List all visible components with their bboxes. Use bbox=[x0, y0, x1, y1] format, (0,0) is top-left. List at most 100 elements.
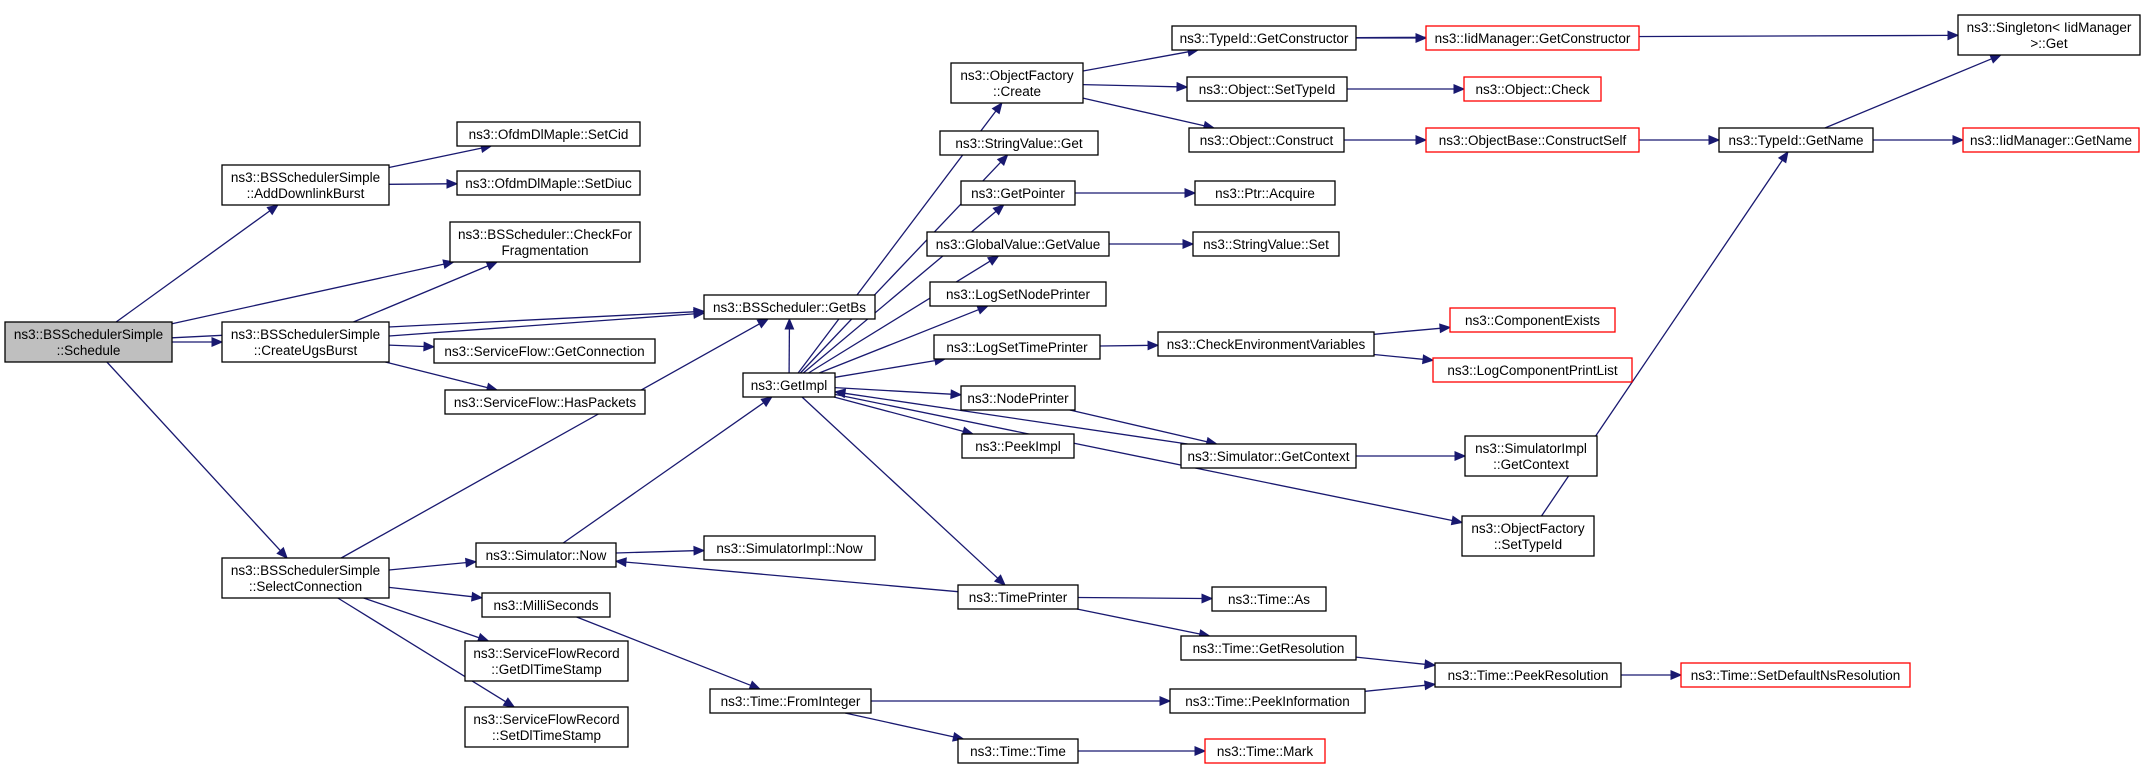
arrowhead-icon bbox=[465, 557, 478, 568]
function-node-getPointer[interactable]: ns3::GetPointer bbox=[960, 180, 1076, 206]
function-node-addDownlinkBurst[interactable]: ns3::BSSchedulerSimple::AddDownlinkBurst bbox=[221, 164, 390, 206]
function-node-simGetContext[interactable]: ns3::Simulator::GetContext bbox=[1180, 443, 1357, 469]
function-node-ptrAcquire[interactable]: ns3::Ptr::Acquire bbox=[1194, 180, 1336, 206]
function-node-milliSeconds[interactable]: ns3::MilliSeconds bbox=[481, 592, 611, 618]
node-box bbox=[1449, 307, 1616, 333]
node-label: ::CreateUgsBurst bbox=[254, 343, 358, 358]
function-node-stringValueGet[interactable]: ns3::StringValue::Get bbox=[939, 130, 1099, 156]
function-node-timeGetResolution[interactable]: ns3::Time::GetResolution bbox=[1180, 635, 1357, 661]
node-label: ns3::OfdmDlMaple::SetDiuc bbox=[465, 176, 632, 191]
node-box bbox=[1186, 76, 1348, 102]
arrowhead-icon bbox=[1415, 135, 1428, 145]
call-edge-objectBaseConstructSelf-to-typeIdGetName bbox=[1639, 135, 1721, 145]
arrowhead-icon bbox=[1453, 84, 1466, 94]
arrowhead-icon bbox=[471, 591, 484, 602]
function-node-iidGetConstructor[interactable]: ns3::IidManager::GetConstructor bbox=[1425, 25, 1640, 51]
node-label: ::GetContext bbox=[1493, 457, 1569, 472]
call-edge-checkEnvVars-to-logComponentPrintList bbox=[1373, 353, 1435, 365]
call-edge-selectConnection-to-milliSeconds bbox=[388, 586, 484, 602]
node-box bbox=[933, 334, 1101, 360]
function-node-timePeekInformation[interactable]: ns3::Time::PeekInformation bbox=[1169, 688, 1366, 714]
node-box bbox=[1434, 662, 1622, 688]
function-node-objectSetTypeId[interactable]: ns3::Object::SetTypeId bbox=[1186, 76, 1348, 102]
function-node-nodePrinter[interactable]: ns3::NodePrinter bbox=[960, 385, 1076, 411]
function-node-timeAs[interactable]: ns3::Time::As bbox=[1211, 586, 1327, 612]
node-box bbox=[449, 221, 641, 263]
node-label: ns3::Object::Check bbox=[1475, 82, 1589, 97]
function-node-timePeekResolution[interactable]: ns3::Time::PeekResolution bbox=[1434, 662, 1622, 688]
function-node-objFactoryCreate[interactable]: ns3::ObjectFactory::Create bbox=[950, 62, 1084, 104]
function-node-peekImpl[interactable]: ns3::PeekImpl bbox=[961, 433, 1075, 459]
function-node-stringValueSet[interactable]: ns3::StringValue::Set bbox=[1192, 231, 1340, 257]
function-node-checkEnvVars[interactable]: ns3::CheckEnvironmentVariables bbox=[1157, 331, 1375, 357]
function-node-objectCheck[interactable]: ns3::Object::Check bbox=[1463, 76, 1602, 102]
function-node-timeMark[interactable]: ns3::Time::Mark bbox=[1204, 738, 1326, 764]
node-box bbox=[456, 121, 641, 147]
arrowhead-icon bbox=[211, 337, 224, 347]
function-node-objFactorySetTypeId[interactable]: ns3::ObjectFactory::SetTypeId bbox=[1461, 515, 1595, 557]
function-node-getDlTimeStamp[interactable]: ns3::ServiceFlowRecord::GetDlTimeStamp bbox=[464, 640, 629, 682]
call-edge-fromInteger-to-timeTime bbox=[844, 712, 965, 742]
function-node-setDefaultNsResolution[interactable]: ns3::Time::SetDefaultNsResolution bbox=[1680, 662, 1911, 688]
function-node-getBs[interactable]: ns3::BSScheduler::GetBs bbox=[703, 294, 876, 320]
function-node-getImpl[interactable]: ns3::GetImpl bbox=[742, 372, 836, 398]
node-label: ns3::Time::Mark bbox=[1217, 744, 1314, 759]
node-box bbox=[1180, 443, 1357, 469]
function-node-createUgsBurst[interactable]: ns3::BSSchedulerSimple::CreateUgsBurst bbox=[221, 321, 390, 363]
node-label: ns3::OfdmDlMaple::SetCid bbox=[469, 127, 629, 142]
arrowhead-icon bbox=[1952, 135, 1965, 145]
node-label: ns3::Object::Construct bbox=[1200, 133, 1334, 148]
call-edges bbox=[106, 30, 2002, 756]
call-edge-simGetContext-to-simImplGetContext bbox=[1356, 451, 1467, 461]
function-node-selectConnection[interactable]: ns3::BSSchedulerSimple::SelectConnection bbox=[221, 557, 390, 599]
node-label: Fragmentation bbox=[501, 243, 588, 258]
function-node-objectConstruct[interactable]: ns3::Object::Construct bbox=[1188, 127, 1345, 153]
arrowhead-icon bbox=[992, 204, 1005, 216]
node-box bbox=[1718, 127, 1874, 153]
function-node-simNow[interactable]: ns3::Simulator::Now bbox=[475, 542, 617, 568]
function-node-setCid[interactable]: ns3::OfdmDlMaple::SetCid bbox=[456, 121, 641, 147]
function-node-setDlTimeStamp[interactable]: ns3::ServiceFlowRecord::SetDlTimeStamp bbox=[464, 706, 629, 748]
function-node-fromInteger[interactable]: ns3::Time::FromInteger bbox=[709, 688, 872, 714]
node-label: ns3::BSScheduler::GetBs bbox=[713, 300, 866, 315]
arrowhead-icon bbox=[1454, 451, 1467, 461]
node-label: ns3::Time::PeekInformation bbox=[1185, 694, 1350, 709]
call-edge-timePrinter-to-timeGetResolution bbox=[1076, 608, 1211, 639]
call-edge-simNow-to-simImplNow bbox=[615, 545, 706, 556]
node-label: ns3::TypeId::GetName bbox=[1728, 133, 1863, 148]
node-box bbox=[703, 535, 876, 561]
node-label: ns3::Simulator::GetContext bbox=[1187, 449, 1349, 464]
node-box bbox=[1180, 635, 1357, 661]
node-label: ns3::StringValue::Get bbox=[955, 136, 1083, 151]
function-node-timePrinter[interactable]: ns3::TimePrinter bbox=[957, 584, 1079, 610]
function-node-timeTime[interactable]: ns3::Time::Time bbox=[957, 738, 1079, 764]
node-label: ns3::TypeId::GetConstructor bbox=[1180, 31, 1349, 46]
function-node-logComponentPrintList[interactable]: ns3::LogComponentPrintList bbox=[1432, 357, 1633, 383]
function-node-objectBaseConstructSelf[interactable]: ns3::ObjectBase::ConstructSelf bbox=[1425, 127, 1640, 153]
call-edge-createUgsBurst-to-hasPackets bbox=[385, 361, 499, 393]
call-edge-createUgsBurst-to-getBs bbox=[388, 308, 706, 337]
function-node-typeIdGetName[interactable]: ns3::TypeId::GetName bbox=[1718, 127, 1874, 153]
call-edge-timePrinter-to-simNow bbox=[614, 557, 959, 593]
function-node-hasPackets[interactable]: ns3::ServiceFlow::HasPackets bbox=[444, 389, 646, 415]
node-label: ns3::BSSchedulerSimple bbox=[14, 327, 163, 342]
call-edge-objFactoryCreate-to-objectConstruct bbox=[1082, 97, 1216, 131]
function-node-singletonGet[interactable]: ns3::Singleton< IidManager >::Get bbox=[1957, 14, 2141, 56]
function-node-getConnection[interactable]: ns3::ServiceFlow::GetConnection bbox=[433, 338, 656, 364]
function-node-componentExists[interactable]: ns3::ComponentExists bbox=[1449, 307, 1616, 333]
function-node-setDiuc[interactable]: ns3::OfdmDlMaple::SetDiuc bbox=[456, 170, 641, 196]
function-node-typeIdGetConstructor[interactable]: ns3::TypeId::GetConstructor bbox=[1171, 25, 1357, 51]
node-label: ns3::ObjectFactory bbox=[1471, 521, 1585, 536]
call-edge-createUgsBurst-to-checkForFrag bbox=[353, 261, 499, 323]
node-label: ns3::Time::GetResolution bbox=[1193, 641, 1345, 656]
function-node-simImplGetContext[interactable]: ns3::SimulatorImpl::GetContext bbox=[1464, 435, 1598, 477]
node-label: ns3::BSSchedulerSimple bbox=[231, 327, 380, 342]
call-edge-getImpl-to-nodePrinter bbox=[834, 386, 963, 400]
function-node-logSetNodePrinter[interactable]: ns3::LogSetNodePrinter bbox=[929, 281, 1107, 307]
function-node-globalValueGetValue[interactable]: ns3::GlobalValue::GetValue bbox=[926, 231, 1110, 257]
function-node-logSetTimePrinter[interactable]: ns3::LogSetTimePrinter bbox=[933, 334, 1101, 360]
function-node-simImplNow[interactable]: ns3::SimulatorImpl::Now bbox=[703, 535, 876, 561]
function-node-iidGetName[interactable]: ns3::IidManager::GetName bbox=[1962, 127, 2140, 153]
function-node-schedule[interactable]: ns3::BSSchedulerSimple::Schedule bbox=[4, 321, 173, 363]
